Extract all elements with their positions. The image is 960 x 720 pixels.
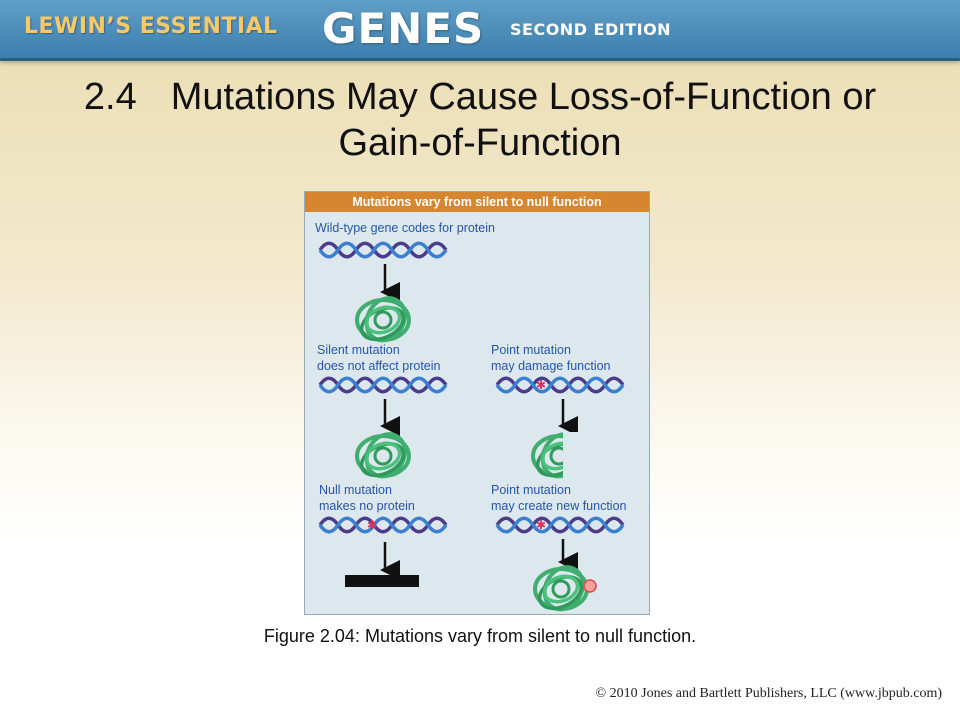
dna-helix-icon [318,516,448,534]
figure-diagram: ✱ ✱ ✱ [318,241,625,616]
dna-helix-icon [318,241,448,259]
dna-helix-icon [495,516,625,534]
mutation-figure: Mutations vary from silent to null funct… [304,191,650,616]
slide-title-line2: Gain-of-Function [338,122,622,164]
null-label-line1: Null mutation [319,483,392,497]
brand-edition: SECOND EDITION [510,20,672,39]
protein-coil-icon [532,558,597,616]
silent-label-line2: does not affect protein [317,359,441,373]
point-new-line1: Point mutation [491,483,571,497]
slide-title-line1: 2.4 Mutations May Cause Loss-of-Function … [0,74,960,120]
wild-type-label: Wild-type gene codes for protein [315,221,495,235]
null-mutation-label: Null mutation makes no protein [319,482,415,514]
protein-coil-icon [530,425,593,486]
dna-helix-icon [318,376,448,394]
point-new-function-label: Point mutation may create new function [491,482,627,514]
protein-coil-icon [354,425,415,486]
title-text-1: Mutations May Cause Loss-of-Function or [170,76,877,118]
slide-title: 2.4 Mutations May Cause Loss-of-Function … [0,74,960,166]
point-damage-line1: Point mutation [491,343,571,357]
mutation-star-icon: ✱ [536,378,546,392]
null-bar-icon [345,575,419,587]
protein-coil-icon [354,289,415,350]
null-label-line2: makes no protein [319,499,415,513]
slide-number: 2.4 [83,76,137,118]
silent-label-line1: Silent mutation [317,343,400,357]
point-new-line2: may create new function [491,499,627,513]
brand-lewins-essential: LEWIN’S ESSENTIAL [24,14,278,39]
mutation-star-icon: ✱ [367,518,377,532]
figure-header: Mutations vary from silent to null funct… [305,192,649,212]
figure-caption: Figure 2.04: Mutations vary from silent … [263,626,697,646]
point-damage-line2: may damage function [491,359,611,373]
brand-genes: GENES [322,4,485,53]
mutation-star-icon: ✱ [536,518,546,532]
dna-helix-icon [495,376,625,394]
point-damage-label: Point mutation may damage function [491,342,611,374]
silent-mutation-label: Silent mutation does not affect protein [317,342,440,374]
book-banner: LEWIN’S ESSENTIAL GENES SECOND EDITION [0,0,960,61]
copyright-notice: © 2010 Jones and Bartlett Publishers, LL… [595,686,942,701]
